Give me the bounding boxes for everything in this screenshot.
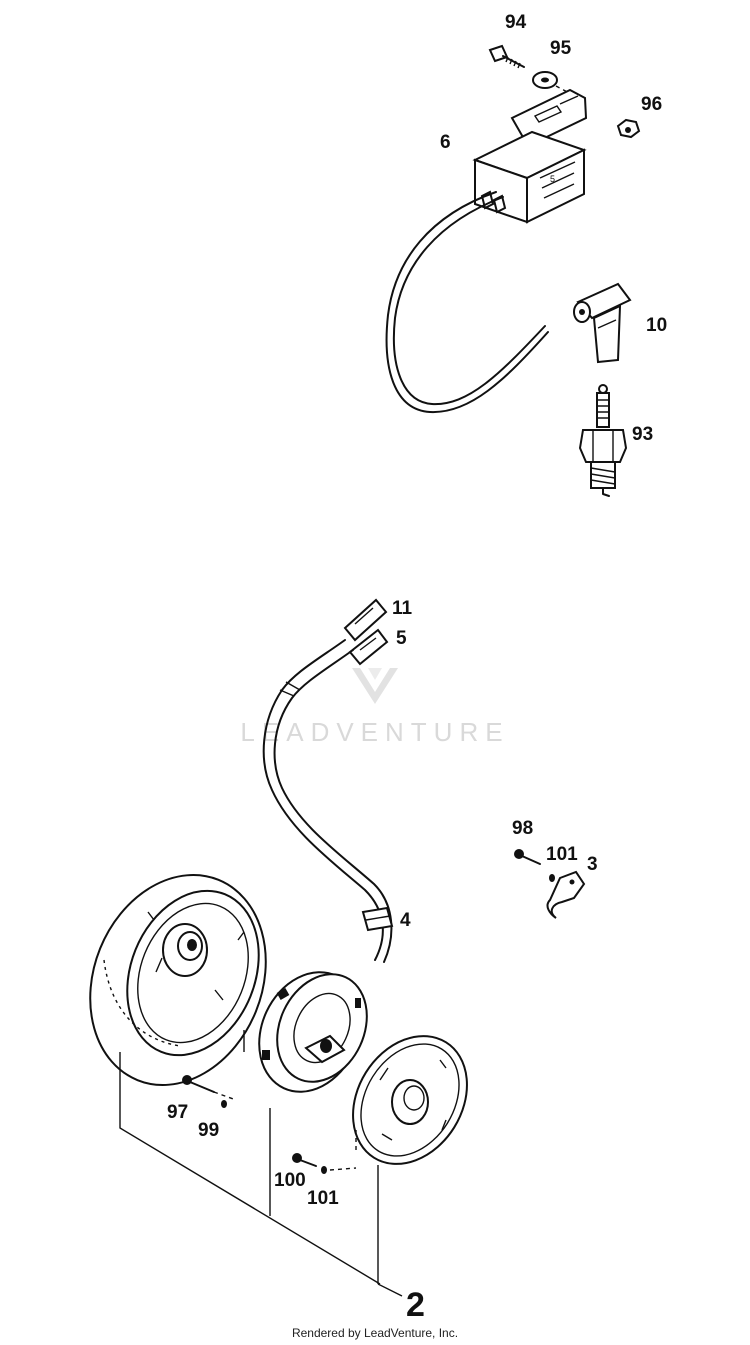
callout-2: 2 <box>406 1286 425 1324</box>
callout-5: 5 <box>396 628 407 649</box>
part-6-ignition-coil[interactable]: 5 <box>472 88 588 224</box>
part-5-connector[interactable] <box>348 628 389 666</box>
part-100-screw[interactable] <box>292 1153 317 1167</box>
stator-wiring-harness <box>262 639 393 963</box>
stator-plate[interactable] <box>240 956 383 1109</box>
part-97-screw[interactable] <box>182 1075 237 1101</box>
callout-94: 94 <box>505 12 527 33</box>
flywheel-rotor[interactable] <box>60 848 297 1111</box>
callout-3: 3 <box>587 854 598 875</box>
part-94-bolt[interactable] <box>488 44 525 69</box>
part-98-screw[interactable] <box>514 849 541 865</box>
callout-6: 6 <box>440 132 451 153</box>
part-99-washer[interactable] <box>221 1100 227 1108</box>
leadventure-watermark-logo <box>352 668 398 704</box>
part-101-washer-lower[interactable] <box>321 1166 357 1174</box>
part-96-nut[interactable] <box>616 118 641 139</box>
callout-4: 4 <box>400 910 411 931</box>
callout-100: 100 <box>274 1170 306 1191</box>
part-95-washer[interactable] <box>532 71 558 89</box>
high-tension-lead <box>385 191 549 414</box>
part-3-clamp[interactable] <box>546 870 586 919</box>
callout-10: 10 <box>646 315 667 336</box>
callout-95: 95 <box>550 38 572 59</box>
svg-text:5: 5 <box>550 174 555 184</box>
callout-96: 96 <box>641 94 662 115</box>
high-tension-lead-edge <box>392 196 546 406</box>
stator-cover-plate[interactable] <box>330 1015 490 1185</box>
watermark-text: LEADVENTURE <box>240 717 509 747</box>
part-4-grommet[interactable] <box>361 906 394 932</box>
part-101-washer-upper[interactable] <box>549 874 555 882</box>
callout-11: 11 <box>392 598 413 619</box>
part-11-connector[interactable] <box>343 598 388 642</box>
assembly-bracket-lines <box>119 1030 403 1297</box>
callout-98: 98 <box>512 818 533 839</box>
callout-101-lower: 101 <box>307 1188 339 1209</box>
callout-99: 99 <box>198 1120 219 1141</box>
callout-101-upper: 101 <box>546 844 578 865</box>
callout-93: 93 <box>632 424 653 445</box>
callout-97: 97 <box>167 1102 188 1123</box>
footer-credit: Rendered by LeadVenture, Inc. <box>292 1326 458 1340</box>
part-93-spark-plug[interactable] <box>578 384 628 497</box>
part-10-spark-plug-cap[interactable] <box>573 282 632 364</box>
